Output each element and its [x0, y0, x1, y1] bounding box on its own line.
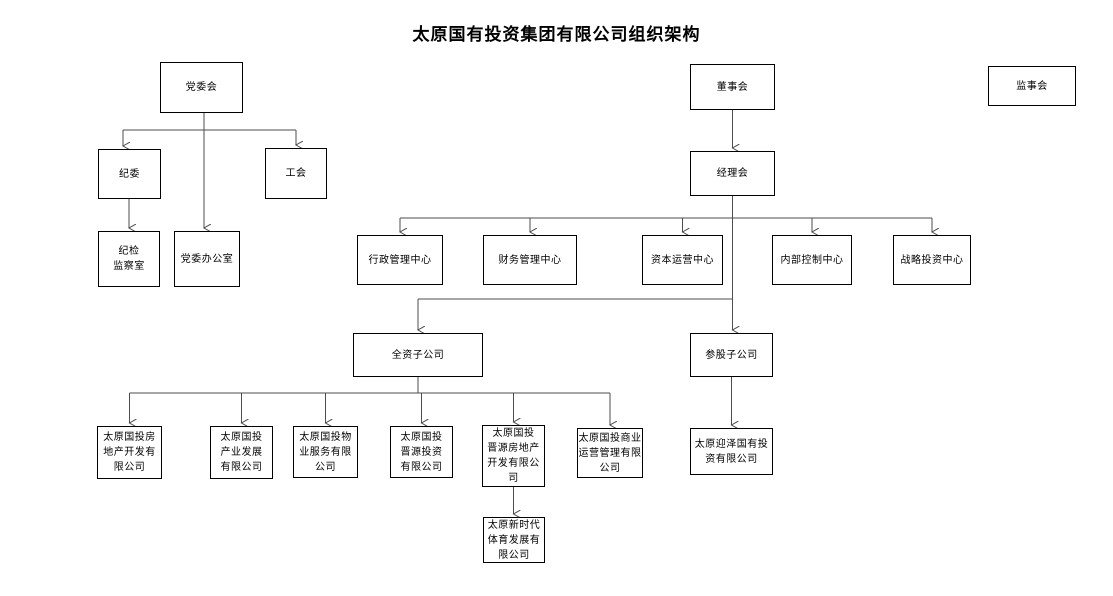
org-node-commercial-operation-co: 太原国投商业 运营管理有限 公司 [577, 428, 643, 478]
org-node-internal-control-center: 内部控制中心 [772, 235, 852, 285]
org-node-manager-meeting: 经理会 [690, 151, 775, 196]
org-node-discipline-inspection-office: 纪检 监察室 [98, 231, 160, 287]
org-node-capital-operation-center: 资本运营中心 [642, 235, 723, 285]
org-node-party-committee-office: 党委办公室 [174, 231, 240, 287]
org-node-strategic-investment-center: 战略投资中心 [893, 235, 971, 285]
org-node-labor-union: 工会 [265, 148, 327, 199]
org-node-jinyuan-investment-co: 太原国投 晋源投资 有限公司 [390, 426, 453, 478]
org-node-jinyuan-real-estate-co: 太原国投 晋源房地产 开发有限公 司 [482, 425, 545, 487]
connector-party-branch [123, 113, 296, 228]
org-node-real-estate-development-co: 太原国投房 地产开发有 限公司 [97, 426, 162, 479]
org-node-party-committee: 党委会 [160, 62, 243, 113]
connector-subsidiaries-branch [130, 377, 732, 514]
chart-title: 太原国有投资集团有限公司组织架构 [412, 25, 701, 45]
org-node-discipline-committee: 纪委 [98, 149, 161, 199]
org-node-admin-management-center: 行政管理中心 [357, 235, 443, 285]
org-node-board-of-supervisors: 监事会 [988, 66, 1076, 106]
org-node-equity-subsidiaries: 参股子公司 [690, 333, 773, 377]
org-node-industry-development-co: 太原国投 产业发展 有限公司 [210, 426, 273, 479]
org-node-property-service-co: 太原国投物 业服务有限 公司 [293, 426, 358, 478]
org-node-new-era-sports-co: 太原新时代 体育发展有 限公司 [483, 517, 545, 563]
org-node-finance-management-center: 财务管理中心 [483, 235, 577, 285]
org-node-yingze-state-investment-co: 太原迎泽国有投 资有限公司 [690, 428, 773, 475]
connector-board-branch [400, 110, 932, 330]
org-node-board-of-directors: 董事会 [690, 64, 775, 110]
org-node-wholly-owned-subsidiaries: 全资子公司 [353, 333, 483, 377]
